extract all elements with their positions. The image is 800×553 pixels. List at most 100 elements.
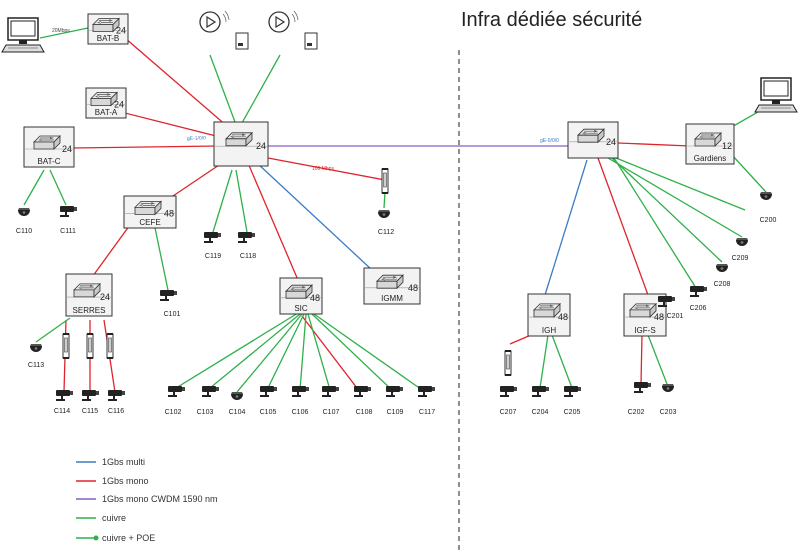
box-camera-icon (160, 290, 177, 301)
camera-label: C105 (260, 409, 277, 416)
camera-label: C117 (419, 409, 435, 416)
dome-camera-icon (662, 384, 674, 392)
switch-icon (225, 132, 253, 147)
camera-c204: C204 (532, 386, 549, 416)
switch-icon (33, 135, 61, 150)
camera-label: C119 (205, 253, 221, 260)
switch-icon (533, 303, 561, 318)
camera-c102: C102 (165, 386, 185, 416)
barrier-icon (106, 333, 114, 359)
switch-port-count: 48 (558, 312, 568, 322)
dome-camera-icon (30, 344, 42, 352)
switch-port-count: 48 (310, 293, 320, 303)
barrier-icon (62, 333, 70, 359)
camera-c206: C206 (690, 286, 707, 312)
camera-c103: C103 (197, 386, 219, 416)
dome-camera-icon (760, 192, 772, 200)
camera-c205: C205 (564, 386, 581, 416)
box-camera-icon (204, 232, 221, 243)
server-icon (304, 32, 318, 50)
link-label-100mbps: 100 Mbps (312, 166, 334, 172)
camera-label: C208 (714, 281, 731, 288)
switch-port-count: 48 (654, 312, 664, 322)
camera-c201: C201 (658, 296, 683, 320)
camera-c207: C207 (500, 386, 517, 416)
box-camera-icon (386, 386, 403, 397)
switch-icon (73, 283, 101, 298)
box-camera-icon (564, 386, 581, 397)
server-icon (235, 32, 249, 50)
camera-c107: C107 (322, 386, 339, 416)
speaker-icon (199, 10, 230, 33)
camera-c115: C115 (82, 390, 99, 415)
camera-c116: C116 (108, 390, 125, 415)
legend-label: 1Gbs mono (102, 476, 149, 486)
camera-c117: C117 (418, 386, 435, 416)
camera-label: C115 (82, 408, 98, 415)
dome-camera-icon (231, 392, 243, 400)
camera-c202: C202 (628, 382, 651, 416)
switches: 24BAT-B24BAT-A24BAT-C2448CEFE24SERRES48S… (23, 13, 735, 337)
camera-c112: C112 (378, 210, 394, 236)
legend-item: cuivre + POE (76, 533, 155, 543)
speaker-icon (268, 10, 299, 33)
camera-c101: C101 (160, 290, 180, 318)
camera-c113: C113 (28, 344, 44, 369)
camera-label: C102 (165, 409, 182, 416)
box-camera-icon (532, 386, 549, 397)
switch-icon (577, 128, 605, 143)
box-camera-icon (82, 390, 99, 401)
links (23, 27, 767, 393)
camera-label: C101 (164, 311, 181, 318)
barrier-icon (504, 350, 512, 376)
box-camera-icon (168, 386, 185, 397)
barrier-icon (381, 168, 389, 194)
camera-c105: C105 (260, 386, 277, 416)
box-camera-icon (500, 386, 517, 397)
legend-label: 1Gbs multi (102, 457, 145, 467)
switch-icon (376, 274, 404, 289)
switch-name: Gardiens (694, 154, 726, 163)
dome-camera-icon (716, 264, 728, 272)
switch-icon (134, 200, 162, 215)
camera-c104: C104 (229, 392, 245, 416)
switch-icon (694, 132, 722, 147)
switch-name: SERRES (73, 306, 106, 315)
camera-label: C110 (16, 228, 32, 235)
box-camera-icon (108, 390, 125, 401)
page-title: Infra dédiée sécurité (461, 9, 642, 31)
link-label-20mbps: 20Mbps (52, 28, 70, 34)
switch-core-right: 24 (567, 121, 619, 159)
switch-port-count: 24 (114, 100, 124, 110)
camera-c118: C118 (238, 232, 256, 260)
camera-label: C113 (28, 362, 44, 369)
camera-label: C112 (378, 229, 394, 236)
switch-name: IGH (542, 326, 556, 335)
camera-label: C203 (660, 409, 677, 416)
box-camera-icon (690, 286, 707, 297)
camera-c109: C109 (386, 386, 403, 416)
box-camera-icon (260, 386, 277, 397)
camera-label: C209 (732, 255, 749, 262)
camera-label: C116 (108, 408, 124, 415)
camera-label: C106 (292, 409, 309, 416)
switch-icon (629, 303, 657, 318)
legend-item: cuivre (76, 513, 126, 523)
camera-c106: C106 (292, 386, 309, 416)
switch-name: SIC (294, 304, 308, 313)
box-camera-icon (56, 390, 73, 401)
link-label-right-core: gE-0/0/0 (540, 138, 559, 144)
camera-c203: C203 (660, 384, 677, 416)
camera-c110: C110 (16, 208, 32, 235)
box-camera-icon (354, 386, 371, 397)
camera-c200: C200 (760, 192, 776, 224)
camera-c108: C108 (354, 386, 372, 416)
switch-port-count: 48 (408, 283, 418, 293)
